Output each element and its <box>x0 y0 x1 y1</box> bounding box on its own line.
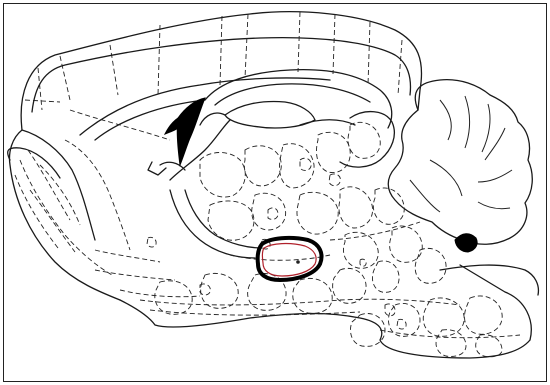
hippocampus-region <box>80 70 394 258</box>
highlight-center-dot <box>296 260 300 264</box>
region-boundaries <box>15 12 520 357</box>
cerebellum <box>388 80 532 245</box>
brain-outline <box>8 12 539 358</box>
